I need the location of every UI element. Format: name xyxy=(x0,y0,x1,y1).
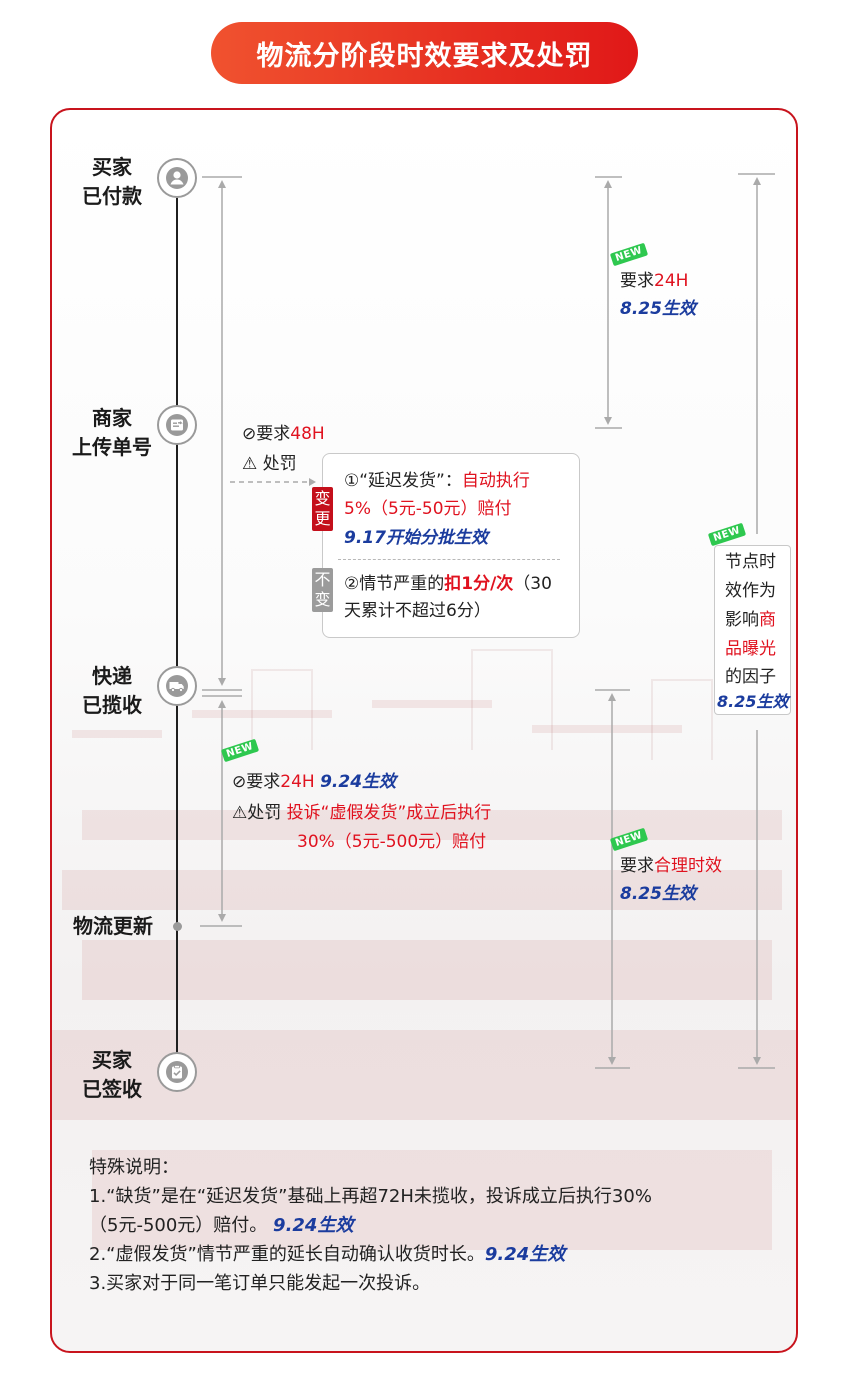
box-divider xyxy=(338,559,560,560)
penalty-item-1-amount: 5%（5元-50元）赔付 xyxy=(344,499,512,519)
no-entry-icon: ⊘ xyxy=(242,424,257,444)
penalty-item-2: ②情节严重的扣1分/次（30 xyxy=(344,574,552,594)
note-1-cont: （5元-500元）赔付。 9.24生效 xyxy=(89,1215,354,1236)
port-background-image xyxy=(52,649,796,1250)
truck-icon xyxy=(157,666,197,706)
factor-line-1: 节点时 xyxy=(725,552,776,572)
stage1-requirement: ⊘要求48H xyxy=(242,424,325,444)
note-3: 3.买家对于同一笔订单只能发起一次投诉。 xyxy=(89,1273,431,1294)
penalty-item-2-cont: 天累计不超过6分） xyxy=(344,601,491,621)
right-mid-date: 8.25生效 xyxy=(620,884,696,904)
stage2-penalty: ⚠处罚 投诉“虚假发货”成立后执行 xyxy=(232,803,492,823)
timeline-axis-upper xyxy=(176,198,178,406)
clipboard-check-icon xyxy=(157,1052,197,1092)
timeline-card xyxy=(50,108,798,1353)
factor-line-4: 品曝光 xyxy=(725,639,776,659)
right-top-date: 8.25生效 xyxy=(620,299,696,319)
stage1-penalty-label: ⚠ 处罚 xyxy=(242,454,297,474)
stage-label-courier-pickup: 快递已揽收 xyxy=(82,664,142,717)
exposure-factor-box xyxy=(714,545,791,715)
notes-title: 特殊说明： xyxy=(89,1157,179,1178)
right-top-requirement: 要求24H xyxy=(620,271,689,291)
user-icon xyxy=(157,158,197,198)
stage-label-buyer-paid: 买家已付款 xyxy=(82,155,142,208)
penalty-item-1-date: 9.17开始分批生效 xyxy=(344,528,488,548)
warning-icon: ⚠ xyxy=(242,454,258,474)
no-entry-icon: ⊘ xyxy=(232,772,247,792)
note-2: 2.“虚假发货”情节严重的延长自动确认收货时长。9.24生效 xyxy=(89,1244,566,1265)
penalty-item-1: ①“延迟发货”：自动执行 xyxy=(344,471,530,491)
note-1: 1.“缺货”是在“延迟发货”基础上再超72H未揽收，投诉成立后执行30% xyxy=(89,1186,652,1207)
timeline-axis-middle xyxy=(176,444,178,666)
stage-label-logistics-update: 物流更新 xyxy=(73,914,153,938)
stage1-penalty-box xyxy=(322,453,580,638)
factor-line-2: 效作为 xyxy=(725,581,776,601)
factor-date: 8.25生效 xyxy=(717,692,789,711)
stage2-penalty-amount: 30%（5元-500元）赔付 xyxy=(297,832,487,852)
unchanged-tag: 不变 xyxy=(312,568,333,612)
right-mid-requirement: 要求合理时效 xyxy=(620,856,722,876)
stage-label-seller-upload: 商家上传单号 xyxy=(72,406,152,459)
stage2-requirement: ⊘要求24H 9.24生效 xyxy=(232,772,397,792)
waybill-icon xyxy=(157,405,197,445)
timeline-axis-lower xyxy=(176,704,178,1054)
stage-label-buyer-signed: 买家已签收 xyxy=(82,1048,142,1101)
factor-line-5: 的因子 xyxy=(725,667,776,687)
changed-tag: 变更 xyxy=(312,487,333,531)
page-title: 物流分阶段时效要求及处罚 xyxy=(211,22,638,84)
warning-icon: ⚠ xyxy=(232,803,248,823)
update-dot xyxy=(173,922,182,931)
factor-line-3: 影响商 xyxy=(725,610,776,630)
